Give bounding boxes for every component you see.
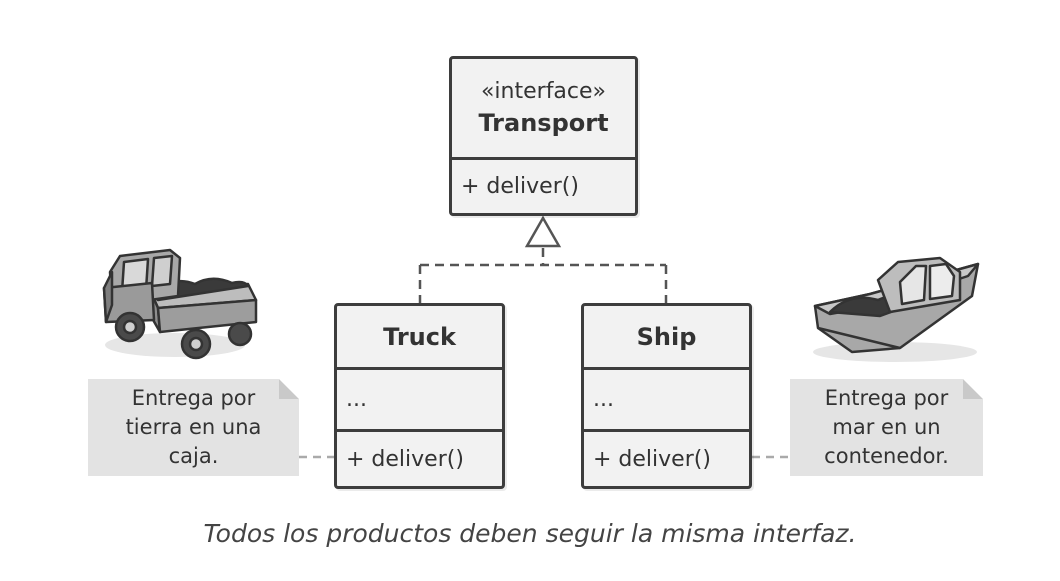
inheritance-arrow: [524, 215, 562, 248]
class-truck-name: Truck: [383, 322, 456, 351]
interface-stereotype: «interface»: [480, 79, 607, 104]
class-ship-header: Ship: [584, 306, 749, 367]
truck-illustration: [102, 248, 258, 360]
ship-note: Entrega por mar en un contenedor.: [790, 379, 983, 476]
class-truck-header: Truck: [337, 306, 502, 367]
class-ship-fields: ...: [584, 367, 749, 429]
ship-note-line: Entrega por: [824, 386, 949, 410]
truck-note: Entrega por tierra en una caja.: [88, 379, 299, 476]
truck-note-line: caja.: [168, 444, 219, 468]
class-truck-box: Truck ... + deliver(): [334, 303, 505, 489]
class-truck-method: + deliver(): [337, 429, 502, 486]
truck-note-line: tierra en una: [125, 415, 262, 439]
ship-illustration: [813, 256, 980, 362]
class-truck-fields: ...: [337, 367, 502, 429]
interface-method: + deliver(): [452, 157, 635, 213]
diagram-caption: Todos los productos deben seguir la mism…: [203, 519, 857, 548]
truck-note-line: Entrega por: [131, 386, 256, 410]
class-ship-box: Ship ... + deliver(): [581, 303, 752, 489]
dashed-realization-line: [418, 248, 668, 303]
interface-header: «interface» Transport: [452, 59, 635, 157]
class-ship-method: + deliver(): [584, 429, 749, 486]
class-ship-name: Ship: [636, 322, 697, 351]
interface-name: Transport: [478, 109, 609, 137]
ship-note-line: contenedor.: [824, 444, 949, 468]
interface-transport-box: «interface» Transport + deliver(): [449, 56, 638, 216]
ship-note-line: mar en un: [832, 415, 941, 439]
